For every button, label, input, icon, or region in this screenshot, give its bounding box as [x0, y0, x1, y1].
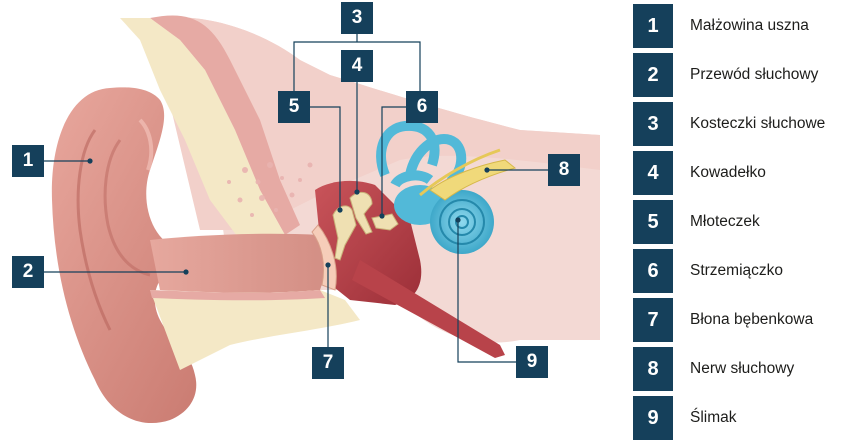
legend-number: 7 [633, 298, 673, 342]
legend-label: Kowadełko [690, 151, 766, 195]
legend-label: Przewód słuchowy [690, 53, 818, 97]
legend-label: Nerw słuchowy [690, 347, 794, 391]
callout-9: 9 [516, 346, 548, 378]
legend-item: 5 Młoteczek [633, 200, 844, 249]
callout-1: 1 [12, 145, 44, 177]
legend-item: 6 Strzemiączko [633, 249, 844, 298]
legend-number: 2 [633, 53, 673, 97]
callout-6: 6 [406, 91, 438, 123]
legend-number: 8 [633, 347, 673, 391]
legend-item: 1 Małżowina uszna [633, 4, 844, 53]
legend-number: 5 [633, 200, 673, 244]
ear-anatomy-illustration [0, 0, 600, 438]
legend-label: Kosteczki słuchowe [690, 102, 825, 146]
legend-item: 8 Nerw słuchowy [633, 347, 844, 396]
legend-number: 3 [633, 102, 673, 146]
legend-item: 3 Kosteczki słuchowe [633, 102, 844, 151]
callout-4: 4 [341, 50, 373, 82]
legend-number: 6 [633, 249, 673, 293]
legend-label: Małżowina uszna [690, 4, 809, 48]
legend-number: 4 [633, 151, 673, 195]
legend-number: 1 [633, 4, 673, 48]
legend-label: Błona bębenkowa [690, 298, 813, 342]
callout-2: 2 [12, 256, 44, 288]
legend-label: Młoteczek [690, 200, 760, 244]
legend-item: 2 Przewód słuchowy [633, 53, 844, 102]
legend-number: 9 [633, 396, 673, 440]
legend-item: 4 Kowadełko [633, 151, 844, 200]
legend: 1 Małżowina uszna 2 Przewód słuchowy 3 K… [633, 4, 844, 445]
callout-7: 7 [312, 347, 344, 379]
callout-8: 8 [548, 154, 580, 186]
callout-3: 3 [341, 2, 373, 34]
legend-item: 7 Błona bębenkowa [633, 298, 844, 347]
legend-label: Strzemiączko [690, 249, 783, 293]
legend-label: Ślimak [690, 396, 737, 440]
callout-5: 5 [278, 91, 310, 123]
